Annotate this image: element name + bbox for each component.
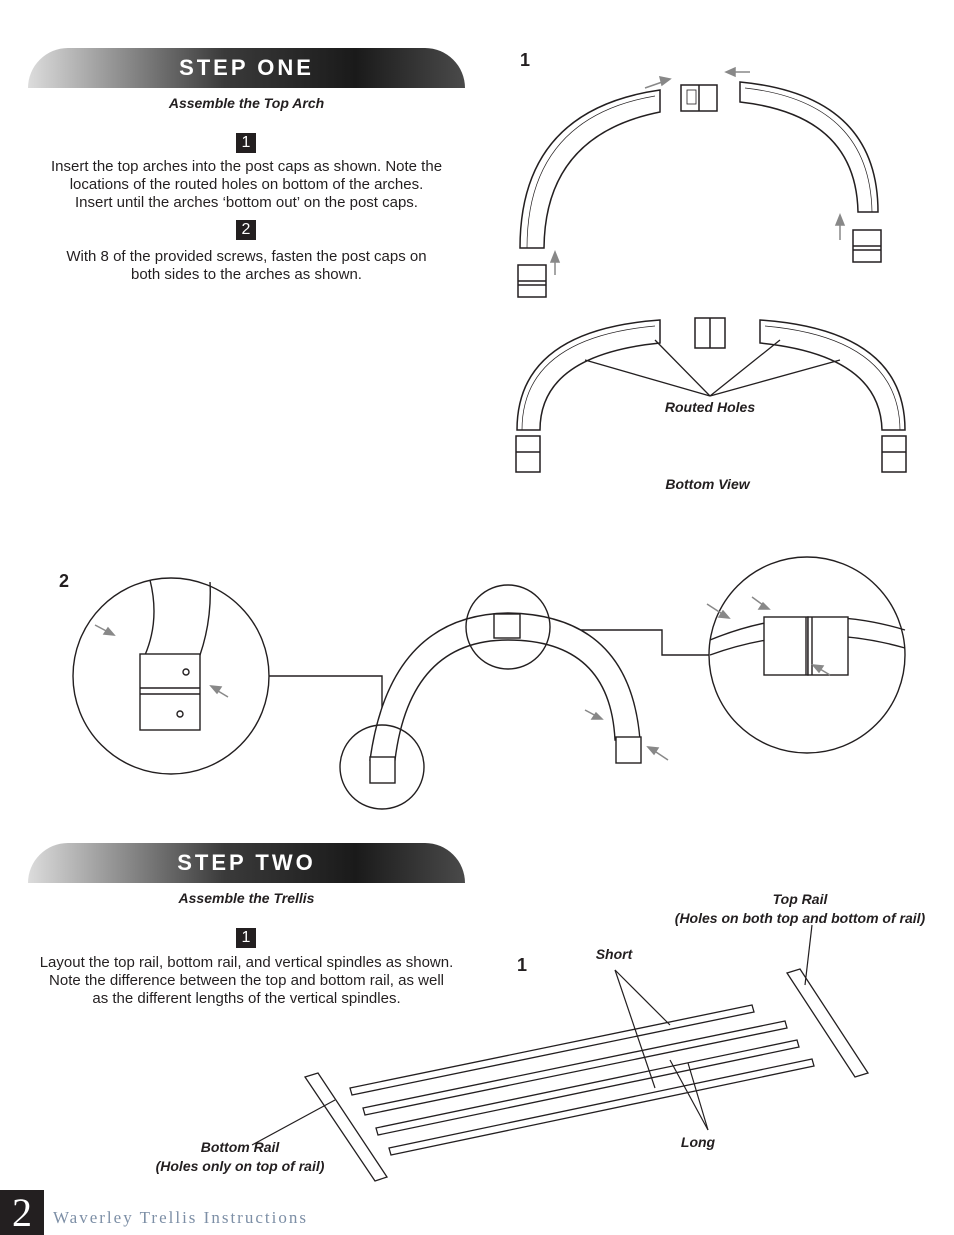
step-one-subtitle: Assemble the Top Arch (168, 95, 325, 111)
bottom-view-label: Bottom View (665, 476, 750, 492)
step-two-instruction-1: Layout the top rail, bottom rail, and ve… (39, 954, 454, 1007)
bottom-rail-label: Bottom Rail (Holes only on top of rail) (155, 1139, 325, 1174)
footer-title: Waverley Trellis Instructions (53, 1208, 308, 1227)
short-spindle-label: Short (595, 946, 633, 962)
step-two-subtitle: Assemble the Trellis (178, 890, 315, 906)
step-one-instruction-2-number: 2 (236, 220, 256, 240)
step-two-instruction-1-number: 1 (236, 928, 256, 948)
top-rail-label: Top Rail (Holes on both top and bottom o… (674, 891, 926, 926)
step-two-title: STEP TWO (177, 850, 316, 875)
step-two-banner: STEP TWO (28, 843, 465, 883)
step-one-banner: STEP ONE (28, 48, 465, 88)
step-one-figure-2-number: 2 (59, 571, 70, 591)
step-two-figure-1-number: 1 (517, 955, 528, 975)
step-one-instruction-1: Insert the top arches into the post caps… (50, 158, 443, 211)
step-one-instruction-1-number: 1 (236, 133, 256, 153)
routed-holes-label: Routed Holes (664, 399, 756, 415)
step-one-title: STEP ONE (179, 55, 314, 80)
page-number: 2 (0, 1190, 44, 1235)
step-one-figure-1-number: 1 (520, 50, 531, 70)
long-spindle-label: Long (680, 1134, 716, 1150)
step-one-instruction-2: With 8 of the provided screws, fasten th… (66, 248, 427, 283)
